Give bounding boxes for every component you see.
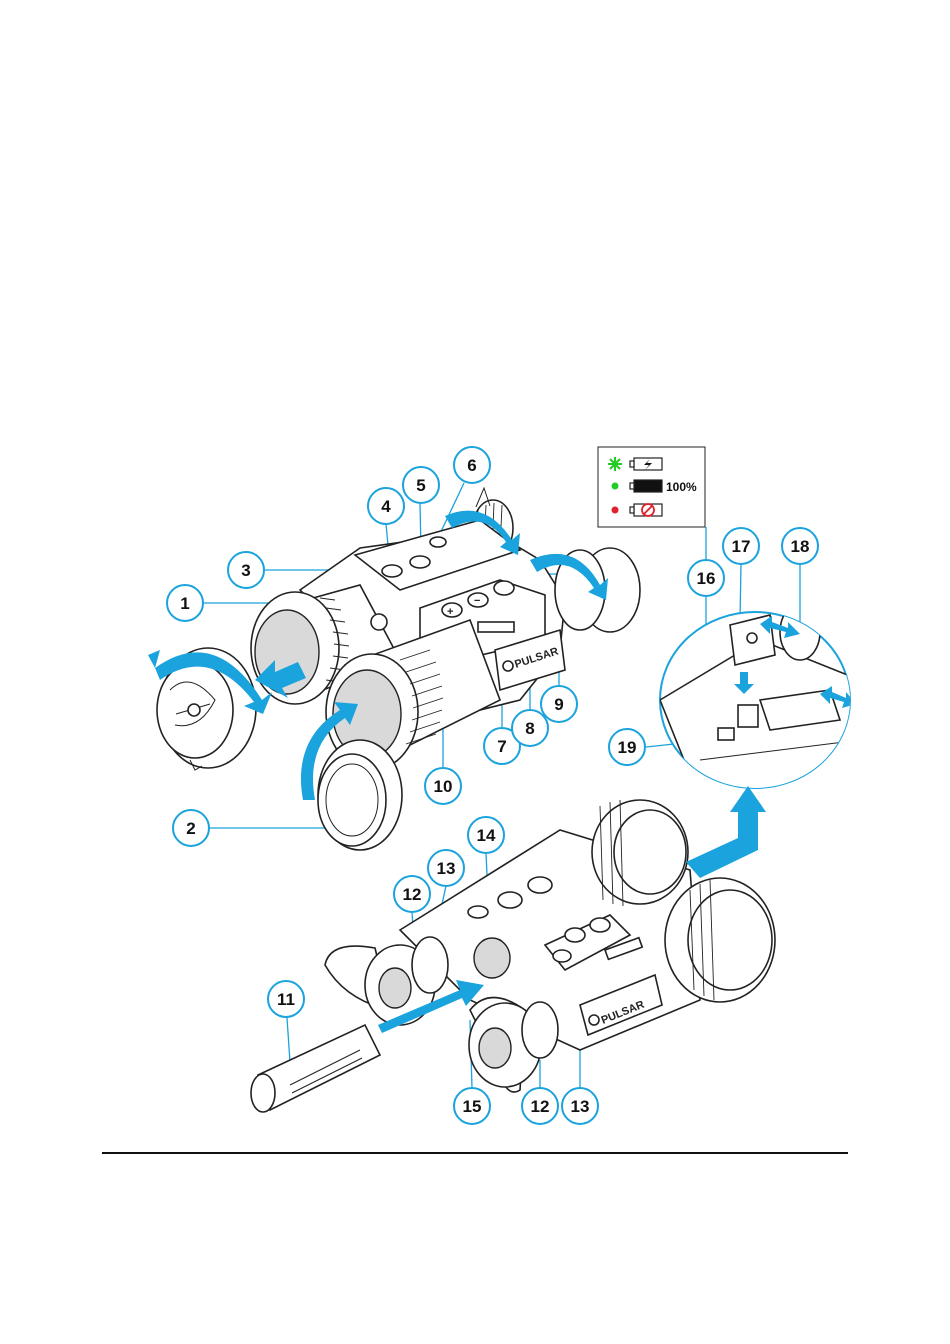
svg-text:15: 15 xyxy=(463,1097,482,1116)
callout-17: 17 xyxy=(723,528,759,564)
callout-14: 14 xyxy=(468,817,504,853)
callout-3: 3 xyxy=(228,552,264,588)
svg-text:3: 3 xyxy=(241,561,250,580)
svg-text:10: 10 xyxy=(434,777,453,796)
button-top-b xyxy=(410,556,430,568)
charging-battery-icon xyxy=(630,458,662,470)
callout-15: 15 xyxy=(454,1088,490,1124)
inset-detail xyxy=(660,604,860,800)
button-top-c xyxy=(430,537,446,547)
footer-divider xyxy=(102,1152,848,1154)
svg-text:16: 16 xyxy=(697,569,716,588)
no-charge-battery-icon xyxy=(630,504,662,516)
callout-16: 16 xyxy=(688,560,724,596)
callout-11: 11 xyxy=(268,981,304,1017)
charge-led xyxy=(718,728,734,740)
svg-text:19: 19 xyxy=(618,738,637,757)
svg-text:14: 14 xyxy=(477,826,496,845)
full-charge-label: 100% xyxy=(666,480,697,494)
svg-text:8: 8 xyxy=(525,719,534,738)
svg-text:11: 11 xyxy=(277,990,295,1009)
svg-text:5: 5 xyxy=(416,476,425,495)
model-badge xyxy=(478,622,514,632)
svg-text:−: − xyxy=(474,595,480,607)
svg-text:18: 18 xyxy=(791,537,810,556)
usb-port xyxy=(738,705,758,727)
callout-5: 5 xyxy=(403,467,439,503)
button-top-a xyxy=(382,565,402,577)
callout-18: 18 xyxy=(782,528,818,564)
callout-6: 6 xyxy=(454,447,490,483)
svg-text:1: 1 xyxy=(180,594,189,613)
error-led-icon xyxy=(612,507,619,514)
svg-text:13: 13 xyxy=(571,1097,590,1116)
svg-text:7: 7 xyxy=(497,737,506,756)
full-led-icon xyxy=(612,483,619,490)
svg-text:4: 4 xyxy=(381,497,391,516)
svg-text:2: 2 xyxy=(186,819,195,838)
callout-12-top: 12 xyxy=(394,876,430,912)
callout-13-top: 13 xyxy=(428,850,464,886)
charge-indicator-legend: 100% xyxy=(598,447,705,527)
side-button xyxy=(371,614,387,630)
binocular-front-view: + − PULSAR xyxy=(251,488,640,770)
svg-text:+: + xyxy=(447,606,453,618)
lens-cap-flip xyxy=(318,740,402,850)
mode-button xyxy=(494,581,514,595)
callout-8: 8 xyxy=(512,710,548,746)
callout-2: 2 xyxy=(173,810,209,846)
callout-10: 10 xyxy=(425,768,461,804)
callout-1: 1 xyxy=(167,585,203,621)
battery-cap xyxy=(474,938,510,978)
svg-text:12: 12 xyxy=(403,885,422,904)
svg-text:17: 17 xyxy=(732,537,751,556)
callout-19: 19 xyxy=(609,729,645,765)
callout-9: 9 xyxy=(541,686,577,722)
callout-13-bottom: 13 xyxy=(562,1088,598,1124)
callout-12-bottom: 12 xyxy=(522,1088,558,1124)
full-battery-icon xyxy=(630,480,662,492)
svg-text:13: 13 xyxy=(437,859,456,878)
charging-led-icon xyxy=(608,457,622,471)
callout-4: 4 xyxy=(368,488,404,524)
svg-text:9: 9 xyxy=(554,695,563,714)
svg-text:6: 6 xyxy=(467,456,476,475)
svg-text:12: 12 xyxy=(531,1097,550,1116)
battery-pack xyxy=(251,1025,380,1112)
